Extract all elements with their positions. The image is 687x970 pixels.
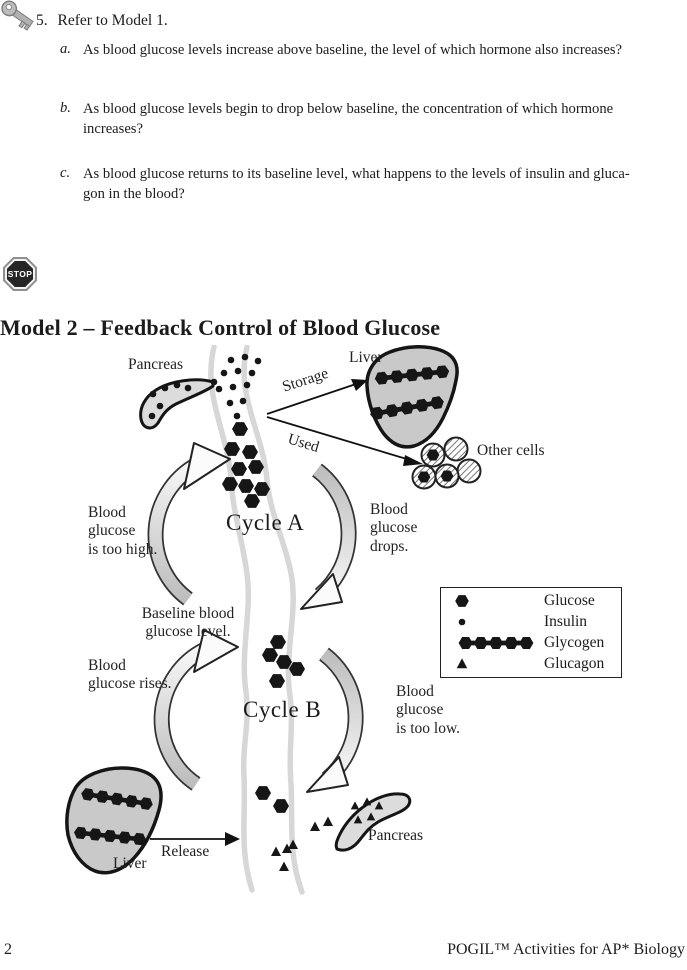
- cycle-b-up-arrowhead: [193, 629, 239, 673]
- question-intro: Refer to Model 1.: [57, 12, 168, 29]
- legend-label-glucagon: Glucagon: [544, 655, 605, 673]
- legend-row-glucagon: Glucagon: [441, 654, 621, 675]
- pancreas-top-organ: [139, 378, 218, 430]
- pancreas-top-label: Pancreas: [128, 356, 184, 373]
- legend-label-insulin: Insulin: [544, 612, 588, 630]
- release-label: Release: [161, 843, 210, 860]
- cycle-a-arrows: [147, 442, 357, 610]
- question-part-c-label: c.: [60, 165, 71, 181]
- question-part-a-label: a.: [60, 41, 71, 57]
- feedback-diagram: [65, 345, 482, 895]
- question-part-a-text: As blood glucose levels increase above b…: [83, 42, 622, 58]
- blood-glucose-too-low-label: Blood glucose is too low.: [396, 683, 461, 737]
- liver-bottom-label: Liver: [113, 855, 147, 872]
- flow-arrows: [150, 379, 423, 846]
- glucose-molecules-middle: [262, 635, 305, 688]
- model2-heading: Model 2 – Feedback Control of Blood Gluc…: [0, 315, 441, 340]
- glycogen-chain-icon: [450, 633, 542, 653]
- blood-glucose-too-high-label: Blood glucose is too high.: [88, 504, 158, 558]
- cycle-b-label: Cycle B: [243, 697, 322, 722]
- question-part-b-label: b.: [60, 100, 71, 116]
- other-cells-cluster: [411, 436, 482, 490]
- legend-row-glycogen: Glycogen: [441, 633, 621, 654]
- liver-top-label: Liver: [349, 349, 383, 366]
- stop-sign-face: STOP: [7, 261, 33, 287]
- cycle-a-label: Cycle A: [226, 510, 305, 535]
- insulin-dot-icon: [458, 618, 466, 626]
- pancreas-bottom-label: Pancreas: [368, 827, 424, 844]
- legend-row-insulin: Insulin: [441, 611, 621, 632]
- legend-box: Glucose Insulin Glycogen: [440, 587, 622, 678]
- glucagon-triangle-icon: [456, 658, 468, 669]
- liver-bottom-organ: [65, 766, 163, 875]
- glucose-hexagon-icon: [455, 594, 469, 607]
- blood-glucose-rises-label: Blood glucose rises.: [88, 657, 172, 693]
- stop-sign-icon: STOP: [3, 257, 37, 291]
- question-number-and-intro: 5. Refer to Model 1.: [36, 12, 168, 30]
- question-part-b-text: As blood glucose levels begin to drop be…: [83, 101, 614, 137]
- cycle-b-arrows: [153, 629, 364, 793]
- legend-label-glycogen: Glycogen: [544, 634, 605, 652]
- footer-source: POGIL™ Activities for AP* Biology: [447, 941, 685, 958]
- other-cells-label: Other cells: [477, 442, 545, 459]
- cycle-a-down-arrowhead: [300, 573, 343, 610]
- insulin-dots: [215, 353, 262, 420]
- legend-label-glucose: Glucose: [544, 591, 595, 609]
- cycle-b-down-arrowhead: [306, 756, 349, 793]
- cycle-a-up-arrowhead: [183, 442, 231, 490]
- stop-sign-label: STOP: [7, 269, 33, 279]
- blood-glucose-drops-label: Blood glucose drops.: [370, 501, 418, 555]
- legend-row-glucose: Glucose: [441, 590, 621, 611]
- question-part-c-text: As blood glucose returns to its baseline…: [83, 166, 630, 202]
- key-icon: [1, 0, 34, 31]
- liver-top-organ: [365, 345, 459, 449]
- question-number: 5.: [36, 12, 48, 29]
- storage-arrow: [266, 383, 357, 415]
- used-arrow: [266, 416, 411, 461]
- pancreas-bottom-organ: [334, 792, 412, 852]
- baseline-label: Baseline blood glucose level.: [141, 605, 235, 641]
- page-number: 2: [4, 941, 12, 958]
